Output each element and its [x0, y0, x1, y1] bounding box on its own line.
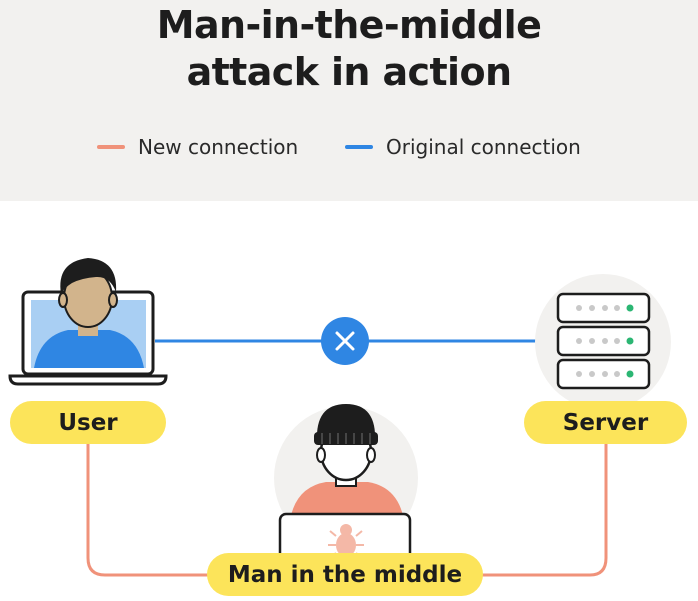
- legend-label-new-connection: New connection: [138, 135, 299, 159]
- close-icon: [321, 317, 369, 365]
- legend: New connection Original connection: [0, 134, 698, 160]
- user-label: User: [10, 401, 166, 444]
- legend-swatch-original-connection: [345, 145, 373, 149]
- legend-item-original-connection: Original connection: [345, 134, 581, 160]
- server-label: Server: [524, 401, 687, 444]
- server-rack-icon: [535, 274, 671, 410]
- header-panel: Man-in-the-middle attack in action New c…: [0, 0, 698, 201]
- attacker-label: Man in the middle: [207, 553, 483, 596]
- legend-item-new-connection: New connection: [97, 134, 298, 160]
- legend-label-original-connection: Original connection: [386, 135, 581, 159]
- new-connection-attacker-to-server: [475, 444, 608, 577]
- legend-swatch-new-connection: [97, 145, 125, 149]
- title-line-2: attack in action: [186, 50, 512, 94]
- title-line-1: Man-in-the-middle: [156, 3, 542, 47]
- new-connection-user-to-attacker: [86, 444, 215, 577]
- page-title: Man-in-the-middle attack in action: [0, 2, 698, 96]
- person-on-laptop-icon: [8, 258, 168, 386]
